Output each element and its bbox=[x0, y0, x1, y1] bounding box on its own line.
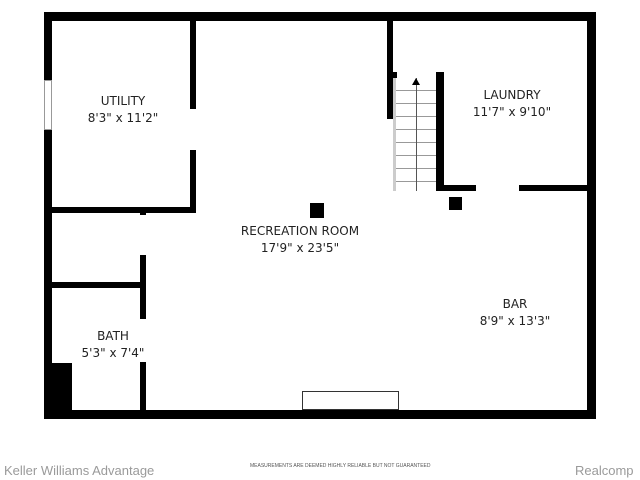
utility-wall-right-lower bbox=[190, 150, 196, 213]
bath-wall-right-lower bbox=[140, 362, 146, 419]
outer-wall-right bbox=[587, 12, 596, 419]
utility-wall-right-upper bbox=[190, 12, 196, 109]
window bbox=[44, 80, 52, 130]
footer-disclaimer: MEASUREMENTS ARE DEEMED HIGHLY RELIABLE … bbox=[250, 463, 431, 469]
closet-wall-right-stub bbox=[140, 207, 146, 215]
outer-wall-bottom bbox=[44, 410, 596, 419]
laundry-wall-bottom-right bbox=[519, 185, 596, 191]
room-label-utility: UTILITY 8'3" x 11'2" bbox=[88, 93, 159, 127]
laundry-wall-stair-right bbox=[436, 72, 444, 191]
room-name: LAUNDRY bbox=[483, 88, 541, 102]
laundry-wall-bottom-left bbox=[436, 185, 476, 191]
room-name: BATH bbox=[97, 329, 129, 343]
laundry-wall-left bbox=[387, 12, 393, 119]
fireplace bbox=[302, 391, 399, 410]
room-label-recreation-room: RECREATION ROOM 17'9" x 23'5" bbox=[241, 223, 359, 257]
room-name: RECREATION ROOM bbox=[240, 224, 360, 238]
outer-wall-top bbox=[44, 12, 596, 21]
room-label-laundry: LAUNDRY 11'7" x 9'10" bbox=[473, 87, 551, 121]
bath-wall-top bbox=[44, 282, 146, 288]
room-name: BAR bbox=[502, 297, 528, 311]
room-dims: 5'3" x 7'4" bbox=[81, 346, 145, 360]
room-label-bar: BAR 8'9" x 13'3" bbox=[480, 296, 551, 330]
footer-source: Realcomp bbox=[575, 463, 634, 478]
room-dims: 8'9" x 13'3" bbox=[479, 314, 551, 328]
footer-brokerage: Keller Williams Advantage bbox=[4, 463, 155, 478]
staircase bbox=[393, 78, 436, 191]
room-name: UTILITY bbox=[100, 94, 146, 108]
bath-fixture bbox=[44, 363, 72, 419]
outer-wall-left-lower bbox=[44, 130, 52, 419]
room-dims: 11'7" x 9'10" bbox=[472, 105, 552, 119]
outer-wall-left-upper bbox=[44, 12, 52, 80]
column bbox=[449, 197, 462, 210]
room-label-bath: BATH 5'3" x 7'4" bbox=[82, 328, 145, 362]
column bbox=[310, 203, 324, 218]
laundry-wall-left-stub bbox=[387, 72, 397, 78]
room-dims: 17'9" x 23'5" bbox=[260, 241, 340, 255]
utility-wall-bottom bbox=[44, 207, 196, 213]
room-dims: 8'3" x 11'2" bbox=[87, 111, 159, 125]
